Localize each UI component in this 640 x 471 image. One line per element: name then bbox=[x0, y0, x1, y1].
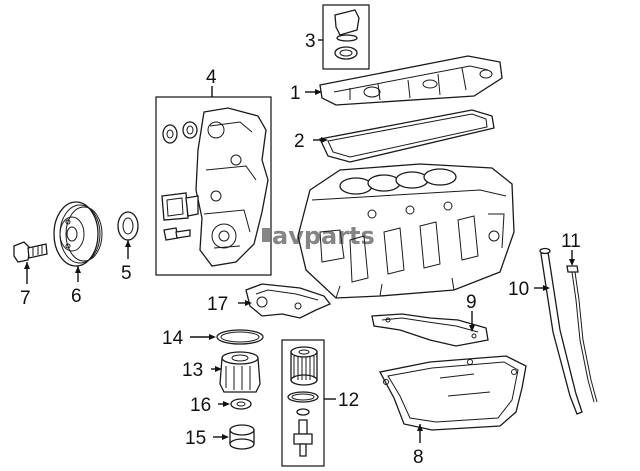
callout-17: 17 bbox=[207, 294, 228, 315]
callout-2: 2 bbox=[294, 131, 305, 152]
oil-filter-drain-fitting-part bbox=[293, 419, 313, 457]
drain-plug-gasket-part bbox=[230, 398, 252, 410]
watermark-text: avparts bbox=[272, 222, 375, 250]
callout-10: 10 bbox=[508, 279, 529, 300]
oil-filter-cap-o-ring-inner bbox=[220, 331, 260, 343]
dipstick-part bbox=[566, 265, 598, 403]
callout-5: 5 bbox=[121, 263, 132, 284]
callout-labels: 3 1 2 4 5 6 7 8 9 10 11 12 13 14 15 16 1… bbox=[20, 31, 581, 468]
crankshaft-pulley-part bbox=[53, 201, 103, 267]
timing-cover-box bbox=[155, 96, 272, 276]
callout-1: 1 bbox=[290, 83, 301, 104]
callout-6: 6 bbox=[71, 286, 82, 307]
oil-filter-bracket-part bbox=[245, 283, 332, 319]
drain-plug-part bbox=[229, 424, 255, 450]
oil-filter-element-part bbox=[290, 346, 318, 386]
leader-lines bbox=[24, 39, 575, 443]
callout-11: 11 bbox=[561, 231, 581, 252]
callout-14: 14 bbox=[162, 328, 184, 349]
callout-3: 3 bbox=[305, 31, 316, 52]
valve-cover-gasket-part bbox=[319, 109, 495, 163]
oil-filter-small-o-ring-part bbox=[296, 408, 310, 416]
callout-16: 16 bbox=[190, 395, 211, 416]
oil-filter-o-ring-inner bbox=[291, 393, 315, 401]
drain-plug-gasket-inner bbox=[236, 401, 246, 407]
pulley-bolt-part bbox=[13, 241, 48, 263]
callout-15: 15 bbox=[185, 428, 206, 449]
callout-7: 7 bbox=[20, 288, 31, 309]
callout-9: 9 bbox=[466, 292, 477, 313]
callout-4: 4 bbox=[206, 67, 217, 88]
oil-filter-box bbox=[281, 339, 325, 467]
callout-13: 13 bbox=[182, 360, 203, 381]
timing-cover-part bbox=[161, 107, 269, 267]
oil-filler-cap-part bbox=[334, 9, 360, 60]
valve-cover-part bbox=[319, 55, 503, 106]
watermark: avparts bbox=[262, 222, 375, 250]
oil-filler-cap-box bbox=[322, 4, 370, 70]
callout-8: 8 bbox=[413, 447, 424, 468]
oil-pan-part bbox=[379, 355, 527, 431]
oil-filter-cap-part bbox=[219, 351, 261, 393]
crankshaft-seal-part bbox=[117, 211, 139, 241]
engine-block-part bbox=[297, 163, 515, 299]
callout-12: 12 bbox=[338, 390, 359, 411]
oil-baffle-plate-part bbox=[371, 313, 489, 347]
dipstick-tube-part bbox=[539, 247, 583, 415]
